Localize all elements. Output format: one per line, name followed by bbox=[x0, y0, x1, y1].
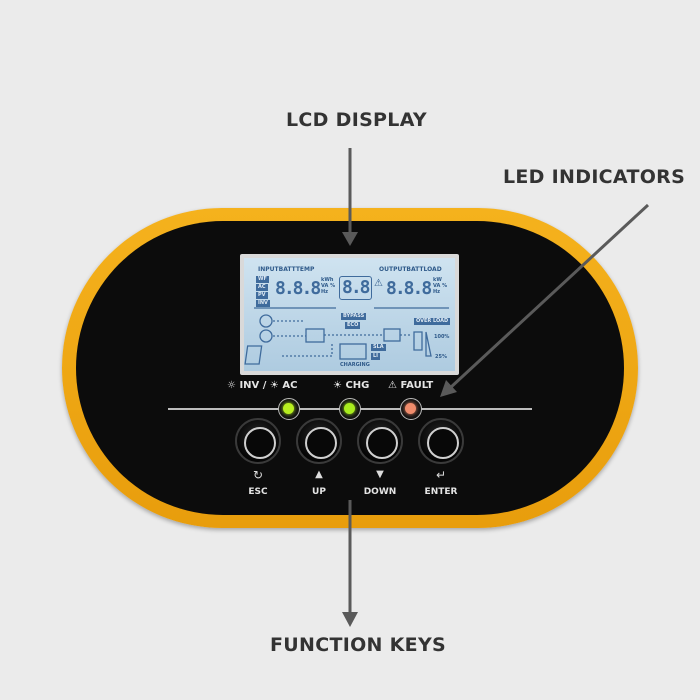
lcd-input-digits: 8.8.8 bbox=[275, 278, 321, 299]
lcd-input-units: kWh VA % Hz bbox=[321, 277, 336, 295]
callout-function-keys: FUNCTION KEYS bbox=[270, 634, 446, 656]
lcd-display: INPUTBATTTEMP OUTPUTBATTLOAD WF AC PV IN… bbox=[244, 258, 455, 371]
warning-triangle-icon: ⚠ bbox=[388, 380, 401, 391]
lcd-input-header: INPUTBATTTEMP bbox=[258, 266, 315, 273]
lcd-bypass: BYPASS bbox=[341, 313, 367, 320]
led-inv-ac bbox=[278, 398, 300, 420]
led-chg bbox=[339, 398, 361, 420]
down-label: DOWN bbox=[363, 487, 397, 497]
lcd-pct-100: 100% bbox=[434, 334, 450, 340]
esc-button[interactable] bbox=[235, 418, 281, 464]
down-button[interactable] bbox=[357, 418, 403, 464]
lcd-output-header: OUTPUTBATTLOAD bbox=[379, 266, 442, 273]
lcd-tag-pv: PV bbox=[256, 292, 268, 299]
lcd-arrowhead bbox=[342, 232, 358, 246]
led-label-fault: ⚠ FAULT bbox=[388, 380, 434, 391]
arrow-down-icon: ▼ bbox=[376, 469, 384, 480]
lcd-overload: OVER LOAD bbox=[414, 318, 451, 325]
led-arrowhead bbox=[440, 380, 457, 397]
lcd-tag-ac: AC bbox=[256, 284, 268, 291]
sun-icon: ☼ bbox=[227, 380, 240, 391]
esc-label: ESC bbox=[248, 487, 268, 497]
warning-triangle-icon: ⚠ bbox=[374, 278, 383, 289]
keys-arrowhead bbox=[342, 612, 358, 627]
callout-led-indicators: LED INDICATORS bbox=[503, 166, 686, 188]
led-label-inv-ac: ☼ INV / ☀ AC bbox=[227, 380, 298, 391]
enter-icon: ↵ bbox=[435, 468, 447, 482]
led-fault bbox=[400, 398, 422, 420]
arrow-up-icon: ▲ bbox=[315, 469, 323, 480]
rotate-icon: ↻ bbox=[252, 468, 264, 482]
lcd-eco: ECO bbox=[345, 322, 361, 329]
lcd-output-units: kW VA % Hz bbox=[433, 277, 448, 295]
up-label: UP bbox=[312, 487, 326, 497]
up-button[interactable] bbox=[296, 418, 342, 464]
lcd-sla: SLA bbox=[371, 344, 386, 351]
lcd-output-digits: 8.8.8 bbox=[386, 278, 432, 299]
lcd-flow-diagram bbox=[244, 307, 449, 365]
lcd-charging: CHARGING bbox=[340, 362, 370, 368]
lcd-pct-25: 25% bbox=[435, 354, 447, 360]
callout-lcd-display: LCD DISPLAY bbox=[286, 109, 427, 131]
lcd-tag-wf: WF bbox=[256, 276, 269, 283]
enter-label: ENTER bbox=[424, 487, 458, 497]
lcd-tag-inv: INV bbox=[256, 300, 270, 307]
lcd-li: LI bbox=[371, 353, 381, 360]
enter-button[interactable] bbox=[418, 418, 464, 464]
led-arrow bbox=[448, 203, 650, 390]
led-label-chg: ☀ CHG bbox=[333, 380, 370, 391]
lcd-center-digits: 8.8 bbox=[339, 276, 372, 300]
sun-icon: ☀ bbox=[333, 380, 346, 391]
